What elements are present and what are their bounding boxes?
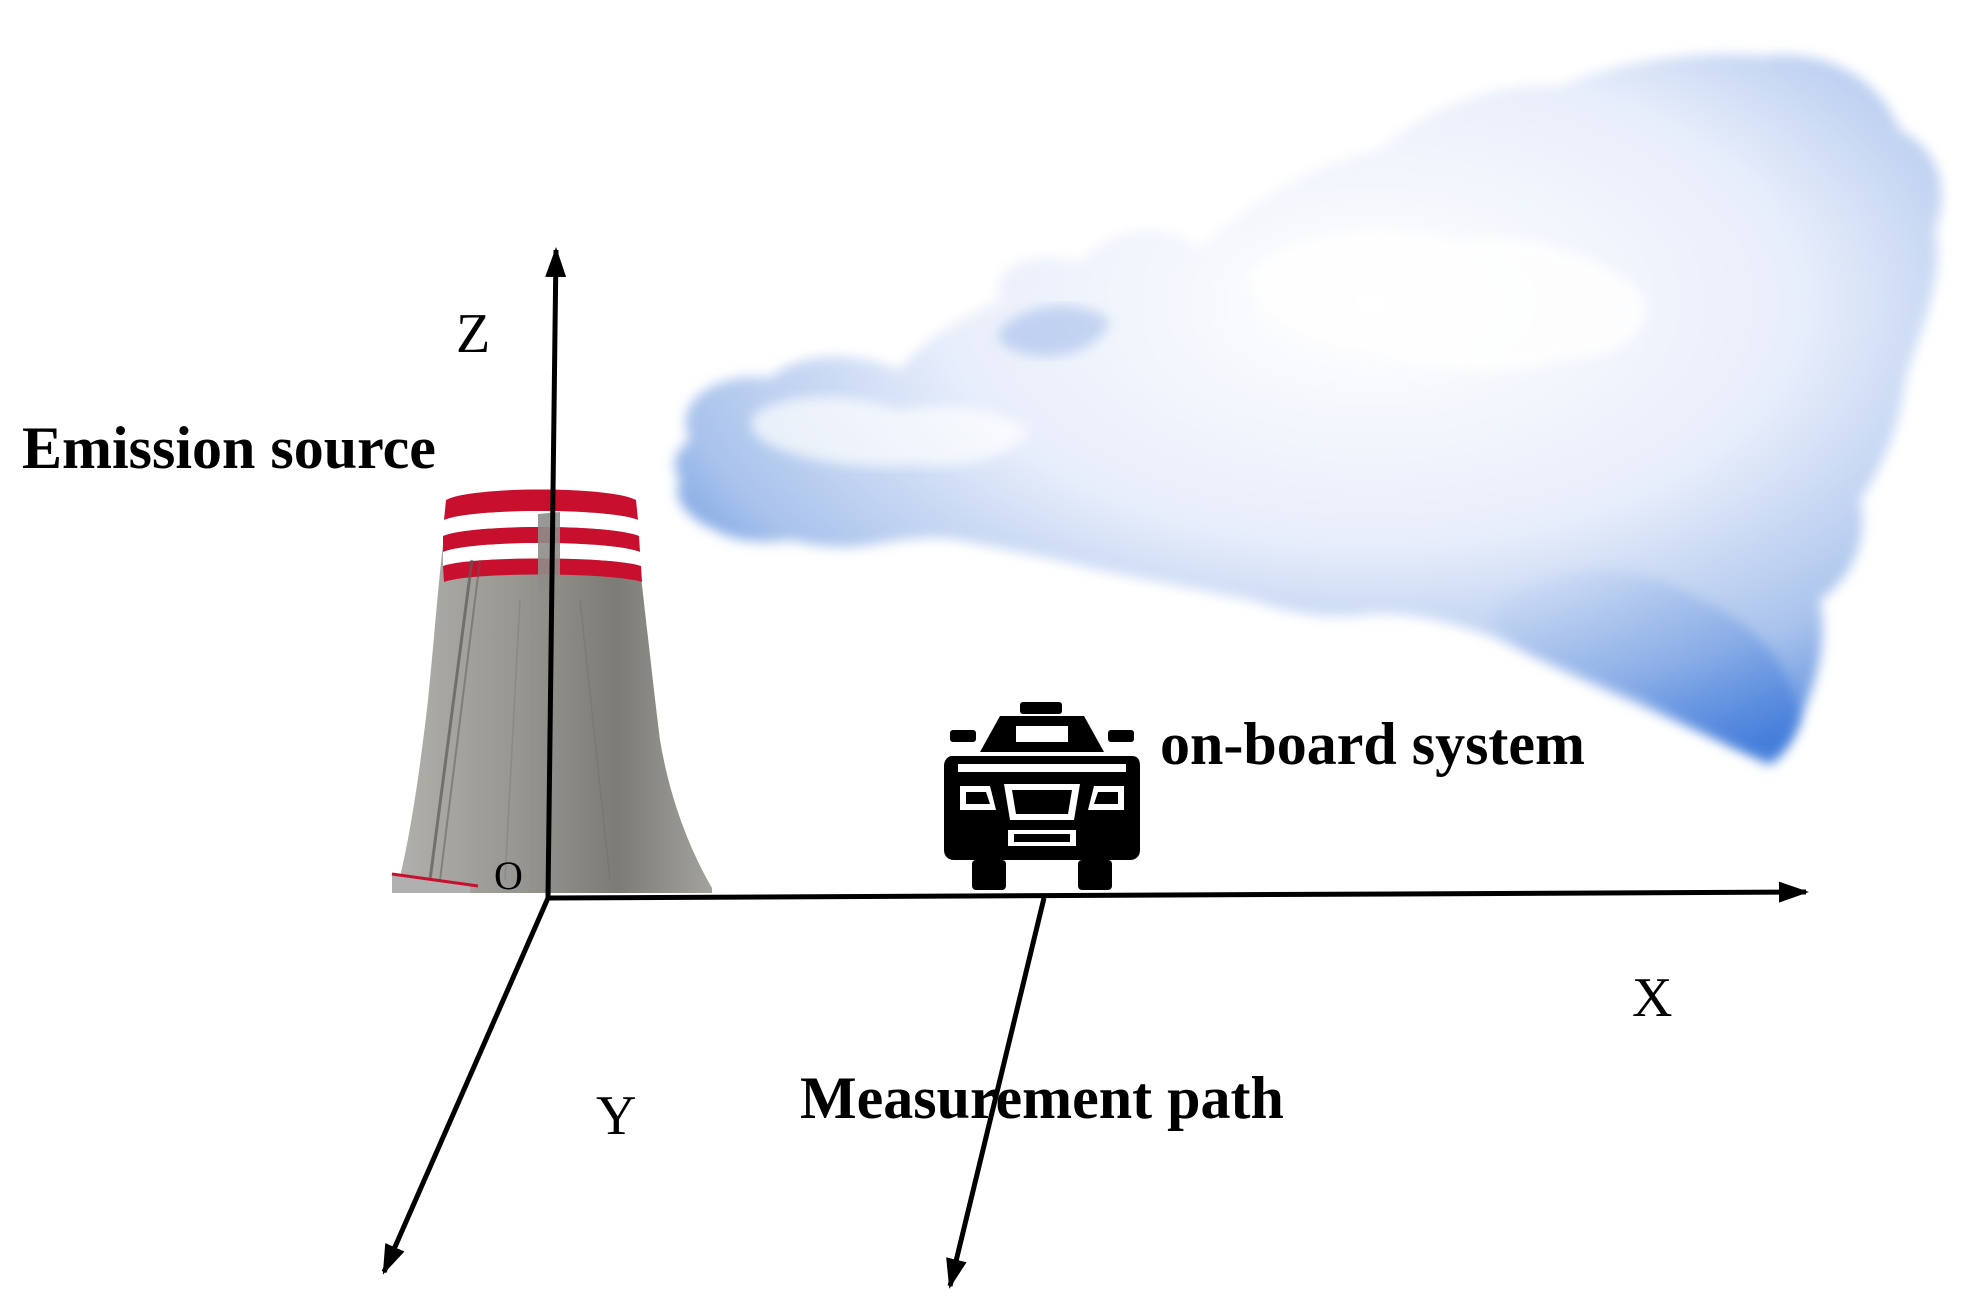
car-front-icon — [944, 702, 1140, 890]
x-axis-label: X — [1632, 967, 1673, 1029]
measurement-path-label: Measurement path — [800, 1065, 1284, 1131]
y-axis — [381, 896, 551, 1275]
x-axis — [547, 881, 1809, 903]
measurement-path-line — [946, 897, 1047, 1289]
cooling-tower-icon — [391, 489, 712, 893]
coordinate-axes — [381, 247, 1809, 1289]
z-axis-label: Z — [456, 303, 491, 365]
on-board-system-label: on-board system — [1160, 711, 1586, 777]
smoke-plume-icon — [674, 54, 1942, 764]
emission-source-label: Emission source — [22, 415, 436, 481]
y-axis-label: Y — [596, 1085, 637, 1147]
z-axis — [545, 247, 567, 899]
origin-label: O — [494, 853, 523, 898]
